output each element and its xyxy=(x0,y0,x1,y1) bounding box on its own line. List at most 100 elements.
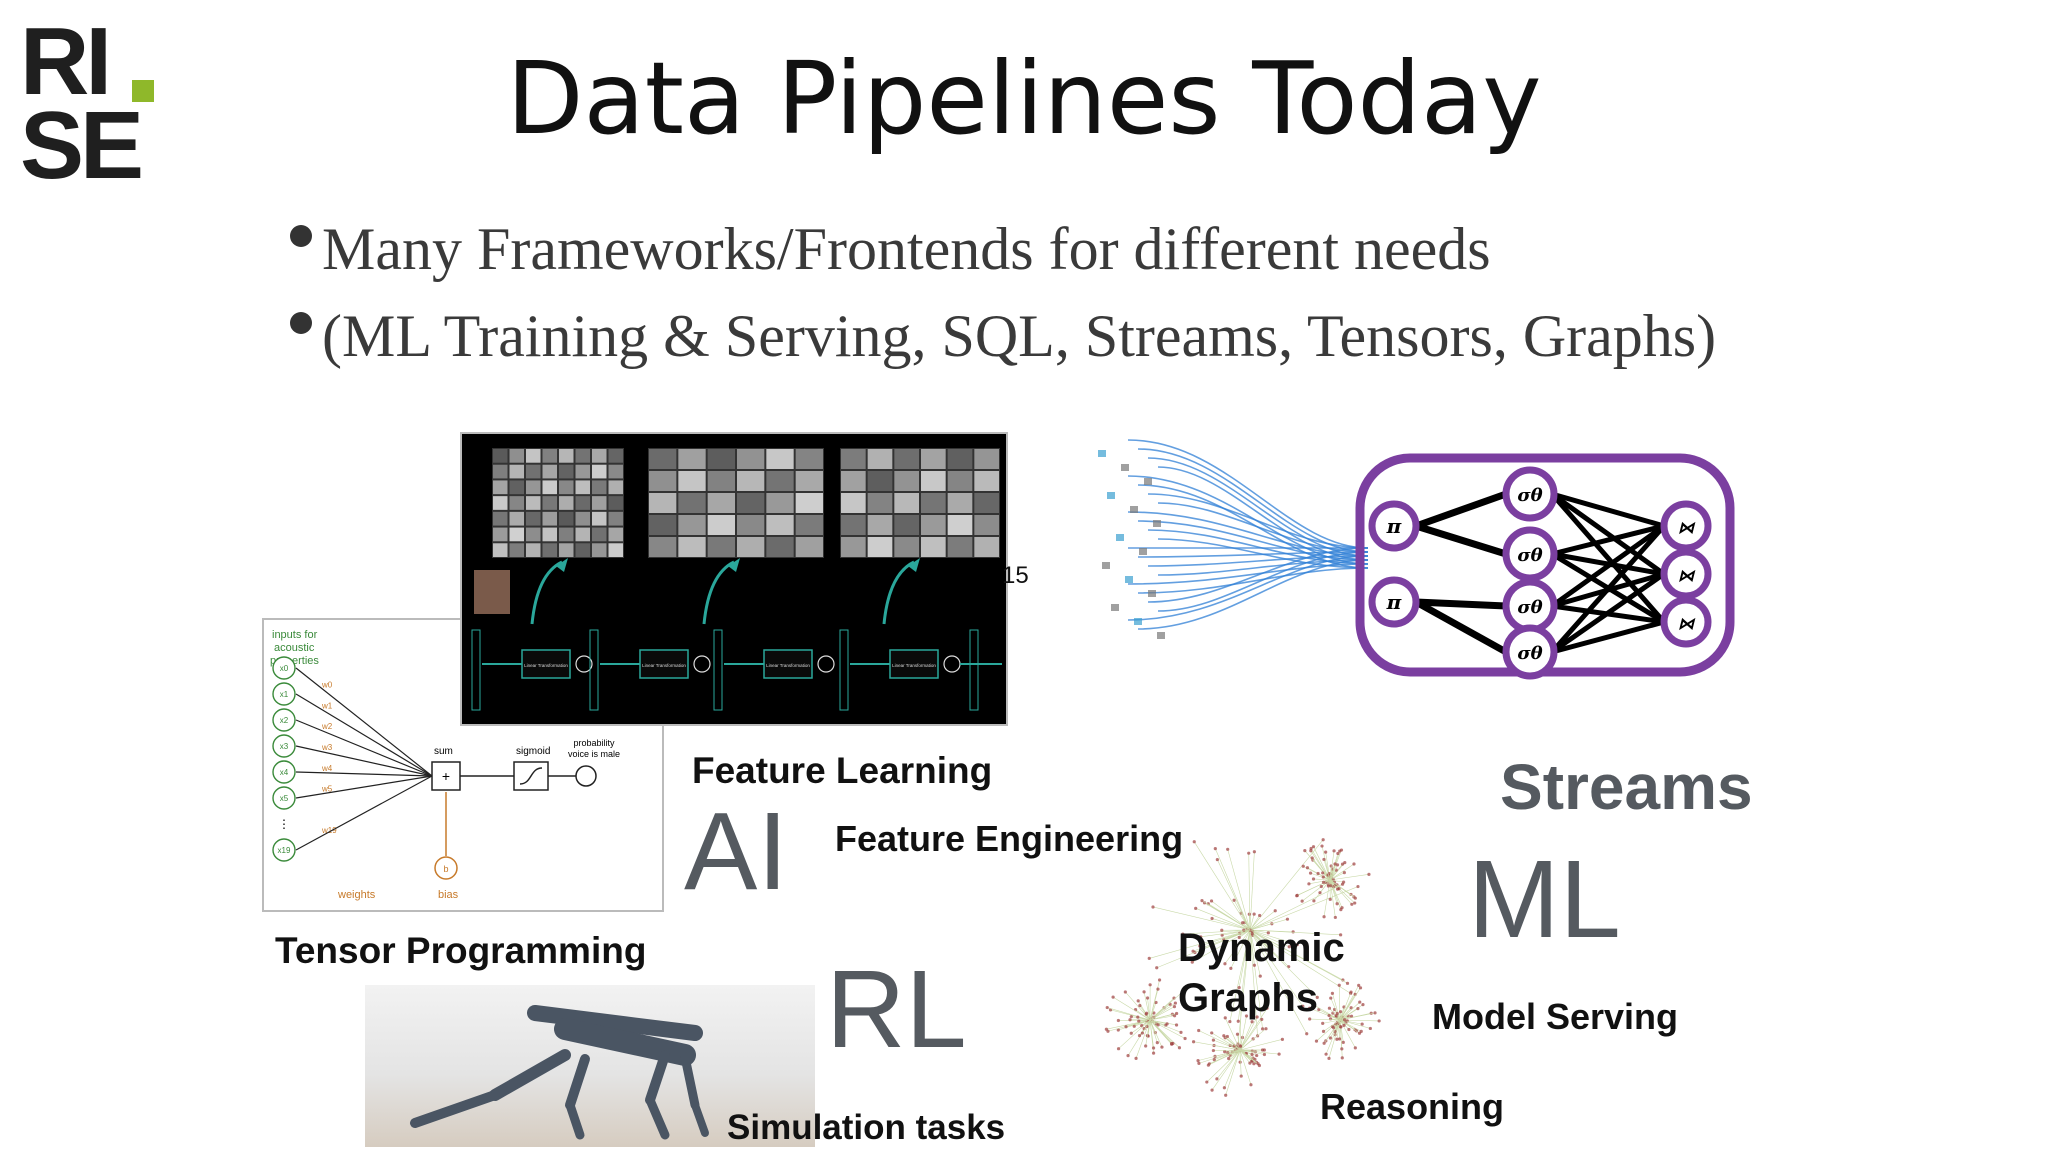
graph-node xyxy=(1145,1011,1149,1015)
feature-cell xyxy=(592,543,607,557)
graph-node xyxy=(1183,1036,1187,1041)
network-edge xyxy=(1414,598,1508,656)
graph-edge xyxy=(1311,857,1331,881)
graph-node xyxy=(1232,898,1236,902)
graph-node xyxy=(1301,864,1305,868)
input-node-label: x1 xyxy=(280,690,289,699)
input-line xyxy=(295,693,433,777)
stream-line xyxy=(1157,551,1369,612)
graph-node xyxy=(1237,935,1241,940)
graph-node xyxy=(1124,1025,1128,1029)
graph-edge xyxy=(1149,1013,1177,1021)
graph-node xyxy=(1128,1018,1132,1022)
graph-node xyxy=(1303,849,1307,853)
graph-node xyxy=(1301,1004,1305,1008)
graph-edge xyxy=(1149,1019,1172,1044)
graph-node xyxy=(1194,906,1198,910)
feature-cell xyxy=(707,493,735,513)
graph-node xyxy=(1238,1044,1243,1048)
graph-edge xyxy=(1107,1007,1151,1021)
graph-edge xyxy=(1237,1034,1241,1051)
bullet-2-text: (ML Training & Serving, SQL, Streams, Te… xyxy=(322,303,1717,369)
graph-edge xyxy=(1249,851,1255,931)
graph-node xyxy=(1295,942,1299,947)
feature-cell xyxy=(575,543,590,557)
graph-node xyxy=(1116,1047,1121,1051)
feature-cell xyxy=(947,537,973,557)
graph-node xyxy=(1345,981,1350,985)
feature-cell xyxy=(526,496,541,510)
feature-cell xyxy=(509,511,524,526)
stream-line xyxy=(1157,538,1369,569)
graph-node xyxy=(1156,1023,1160,1027)
graph-node xyxy=(1154,1000,1158,1005)
layer-column xyxy=(589,629,599,711)
input-line xyxy=(295,775,433,851)
graph-edge xyxy=(1152,906,1251,931)
graph-node xyxy=(1250,932,1254,936)
graph-edge xyxy=(1147,997,1151,1021)
stream-source-icon xyxy=(1134,618,1142,625)
graph-node xyxy=(1205,1080,1209,1084)
stream-line xyxy=(1137,448,1369,553)
graph-node xyxy=(1132,1024,1136,1028)
graph-edge xyxy=(1339,1019,1360,1034)
network-edge xyxy=(1550,523,1666,609)
graph-node xyxy=(1252,963,1256,967)
graph-edge xyxy=(1339,1008,1359,1021)
graph-node xyxy=(1335,863,1340,867)
graph-node xyxy=(1212,1058,1216,1062)
graph-node xyxy=(1258,913,1262,918)
network-edge xyxy=(1550,492,1666,624)
feature-cell xyxy=(678,537,706,557)
join-node-label: ⋈ xyxy=(1678,566,1696,585)
weight-label: w0 xyxy=(321,681,333,690)
graph-node xyxy=(1248,1061,1252,1065)
feature-cell xyxy=(737,449,765,469)
robot-mid-leg-upper xyxy=(565,1054,590,1110)
sigma-node-label: σθ xyxy=(1517,545,1542,566)
sigmoid-label: sigmoid xyxy=(516,746,550,757)
graph-node xyxy=(1244,1014,1249,1018)
join-node xyxy=(1660,596,1712,648)
bullet-1-text: Many Frameworks/Frontends for different … xyxy=(322,216,1491,282)
graph-node xyxy=(1328,1036,1333,1040)
feature-arrow xyxy=(530,560,563,625)
graph-node xyxy=(1353,1046,1357,1050)
robot-mid-leg-lower xyxy=(565,1100,585,1140)
graph-node xyxy=(1247,851,1251,855)
feature-cell xyxy=(592,449,607,463)
graph-node xyxy=(1353,896,1357,900)
graph-edge xyxy=(1239,1008,1268,1051)
bias-node-label: b xyxy=(443,864,448,874)
graph-node xyxy=(1341,978,1345,982)
graph-node xyxy=(1111,995,1115,999)
graph-node xyxy=(1138,1004,1142,1008)
feature-cell xyxy=(737,493,765,513)
feature-cell xyxy=(795,449,823,469)
input-node xyxy=(272,734,296,758)
graph-edge xyxy=(1149,929,1251,959)
graph-edge xyxy=(1328,1015,1341,1021)
robot-back-leg-lower xyxy=(645,1095,670,1140)
input-line xyxy=(295,667,433,777)
graph-node xyxy=(1197,1028,1201,1033)
graph-node xyxy=(1312,899,1316,903)
graph-node xyxy=(1341,1040,1345,1044)
graph-node xyxy=(1308,871,1313,875)
graph-edge xyxy=(1118,1019,1151,1049)
graph-edge xyxy=(1237,929,1251,1022)
graph-node xyxy=(1174,1023,1179,1027)
stream-line xyxy=(1137,551,1369,558)
network-edge xyxy=(1414,522,1508,558)
graph-node xyxy=(1211,1048,1215,1053)
graph-edge xyxy=(1330,1019,1341,1039)
feature-cell xyxy=(947,449,973,469)
graph-node xyxy=(1255,1053,1259,1058)
graph-node xyxy=(1356,884,1360,889)
graph-node xyxy=(1287,965,1291,969)
stream-source-icon xyxy=(1098,450,1106,457)
stream-source-icon xyxy=(1144,478,1152,485)
graph-node xyxy=(1333,862,1337,866)
